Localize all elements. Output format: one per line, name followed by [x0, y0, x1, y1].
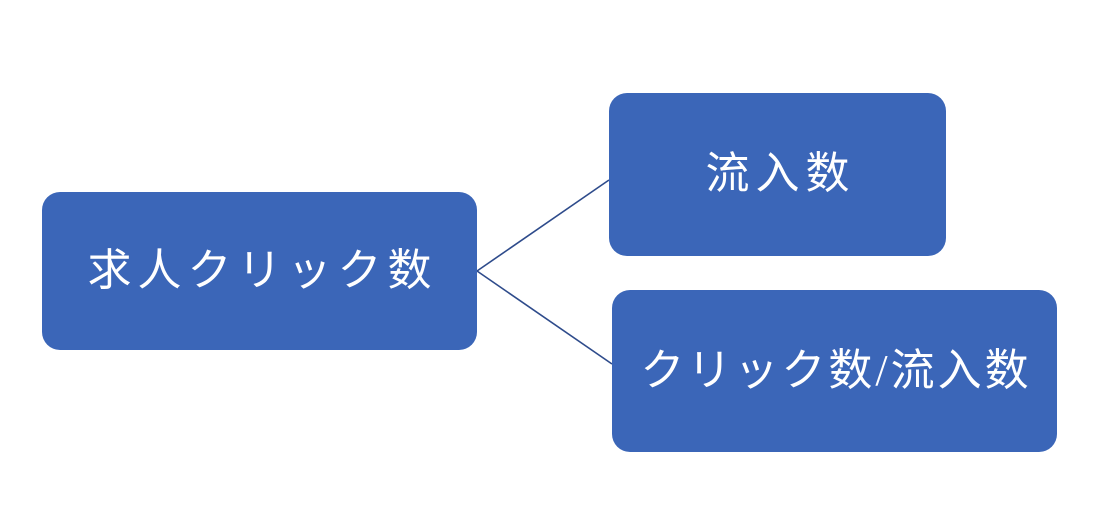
- node-inflow[interactable]: 流入数: [609, 93, 946, 256]
- node-ratio-label: クリック数/流入数: [640, 345, 1032, 395]
- connector-source-to-ratio: [476, 270, 613, 365]
- node-inflow-label: 流入数: [705, 149, 856, 199]
- node-source-label: 求人クリック数: [87, 245, 438, 295]
- node-source[interactable]: 求人クリック数: [42, 192, 477, 350]
- node-ratio[interactable]: クリック数/流入数: [612, 290, 1057, 452]
- connector-source-to-inflow: [476, 179, 610, 272]
